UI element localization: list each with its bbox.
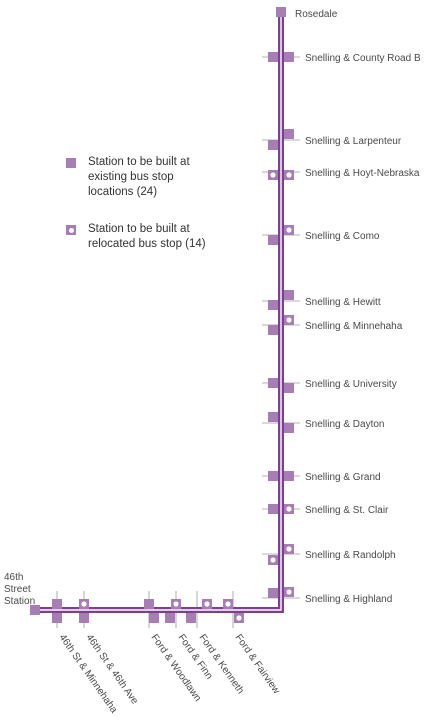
ford-and-kenneth-north-relocated-dot — [204, 601, 210, 607]
stations — [52, 52, 294, 623]
snelling-and-larpenteur-label: Snelling & Larpenteur — [305, 136, 402, 147]
snelling-and-university-west-existing-stop-marker[interactable] — [268, 378, 278, 388]
46th-street-terminus-marker[interactable] — [30, 605, 40, 615]
snelling-and-minnehaha-east-relocated-dot — [286, 317, 292, 323]
snelling-and-county-road-b-west-existing-stop-marker[interactable] — [268, 52, 278, 62]
snelling-and-como-label: Snelling & Como — [305, 231, 380, 242]
ford-and-woodlawn-label: Ford & Woodlawn — [149, 632, 203, 703]
route-outer — [33, 14, 284, 613]
ford-and-finn-north-relocated-dot — [173, 601, 179, 607]
ford-and-fairview-north-relocated-dot — [225, 601, 231, 607]
legend-relocated-text: Station to be built at relocated bus sto… — [88, 223, 206, 250]
legend-existing: Station to be built at existing bus stop… — [66, 155, 266, 203]
snelling-and-st-clair-label: Snelling & St. Clair — [305, 505, 389, 516]
route-line — [33, 14, 284, 613]
46th-st-and-minnehaha-south-existing-stop-marker[interactable] — [52, 613, 62, 623]
ford-and-woodlawn-south-existing-stop-marker[interactable] — [149, 613, 159, 623]
46th-street-label-line1: 46th — [4, 572, 23, 583]
snelling-and-larpenteur-west-existing-stop-marker[interactable] — [268, 140, 278, 150]
snelling-and-hewitt-west-existing-stop-marker[interactable] — [268, 300, 278, 310]
snelling-and-grand-label: Snelling & Grand — [305, 472, 381, 483]
snelling-and-st-clair-west-existing-stop-marker[interactable] — [268, 504, 278, 514]
ford-and-woodlawn-north-existing-stop-marker[interactable] — [144, 599, 154, 609]
snelling-and-grand-east-existing-stop-marker[interactable] — [284, 471, 294, 481]
snelling-and-minnehaha-label: Snelling & Minnehaha — [305, 321, 403, 332]
snelling-and-randolph-west-relocated-dot — [270, 557, 276, 563]
46th-street-label-line2: Street — [4, 584, 31, 595]
snelling-and-highland-label: Snelling & Highland — [305, 594, 392, 605]
46th-street-label-line3: Station — [4, 596, 35, 607]
snelling-and-hewitt-east-existing-stop-marker[interactable] — [284, 290, 294, 300]
snelling-and-hoyt-nebraska-east-relocated-dot — [286, 172, 292, 178]
snelling-and-county-road-b-east-existing-stop-marker[interactable] — [284, 52, 294, 62]
snelling-and-hewitt-label: Snelling & Hewitt — [305, 297, 381, 308]
46th-st-and-46th-ave-south-existing-stop-marker[interactable] — [79, 613, 89, 623]
ford-and-finn-south-existing-stop-marker[interactable] — [165, 613, 175, 623]
rosedale-terminus-marker[interactable] — [276, 7, 286, 17]
rosedale-label: Rosedale — [295, 9, 338, 20]
snelling-and-highland-east-relocated-dot — [286, 589, 292, 595]
snelling-and-university-east-existing-stop-marker[interactable] — [284, 383, 294, 393]
ford-and-fairview-south-relocated-dot — [236, 615, 242, 621]
snelling-and-hoyt-nebraska-label: Snelling & Hoyt-Nebraska — [305, 168, 420, 179]
snelling-and-dayton-east-existing-stop-marker[interactable] — [284, 423, 294, 433]
snelling-and-county-road-b-label: Snelling & County Road B — [305, 53, 421, 64]
ford-and-kenneth-south-existing-stop-marker[interactable] — [186, 613, 196, 623]
46th-st-and-minnehaha-north-existing-stop-marker[interactable] — [52, 599, 62, 609]
legend-existing-text: Station to be built at existing bus stop… — [88, 156, 190, 198]
snelling-and-highland-west-existing-stop-marker[interactable] — [268, 588, 278, 598]
route-inner — [33, 14, 282, 611]
station-ticks — [56, 56, 300, 628]
snelling-and-dayton-west-existing-stop-marker[interactable] — [268, 412, 278, 422]
snelling-and-larpenteur-east-existing-stop-marker[interactable] — [284, 129, 294, 139]
relocated-stop-icon — [66, 225, 76, 235]
existing-stop-icon — [66, 158, 76, 168]
legend-relocated: Station to be built at relocated bus sto… — [66, 222, 266, 254]
snelling-and-minnehaha-west-existing-stop-marker[interactable] — [268, 325, 278, 335]
snelling-and-como-west-existing-stop-marker[interactable] — [268, 235, 278, 245]
snelling-and-grand-west-existing-stop-marker[interactable] — [268, 471, 278, 481]
snelling-and-university-label: Snelling & University — [305, 379, 397, 390]
snelling-and-dayton-label: Snelling & Dayton — [305, 419, 385, 430]
snelling-and-como-east-relocated-dot — [286, 227, 292, 233]
snelling-and-randolph-label: Snelling & Randolph — [305, 550, 396, 561]
snelling-and-hoyt-nebraska-west-relocated-dot — [270, 172, 276, 178]
46th-st-and-46th-ave-north-relocated-dot — [81, 601, 87, 607]
snelling-and-randolph-east-relocated-dot — [286, 546, 292, 552]
snelling-and-st-clair-east-relocated-dot — [286, 506, 292, 512]
